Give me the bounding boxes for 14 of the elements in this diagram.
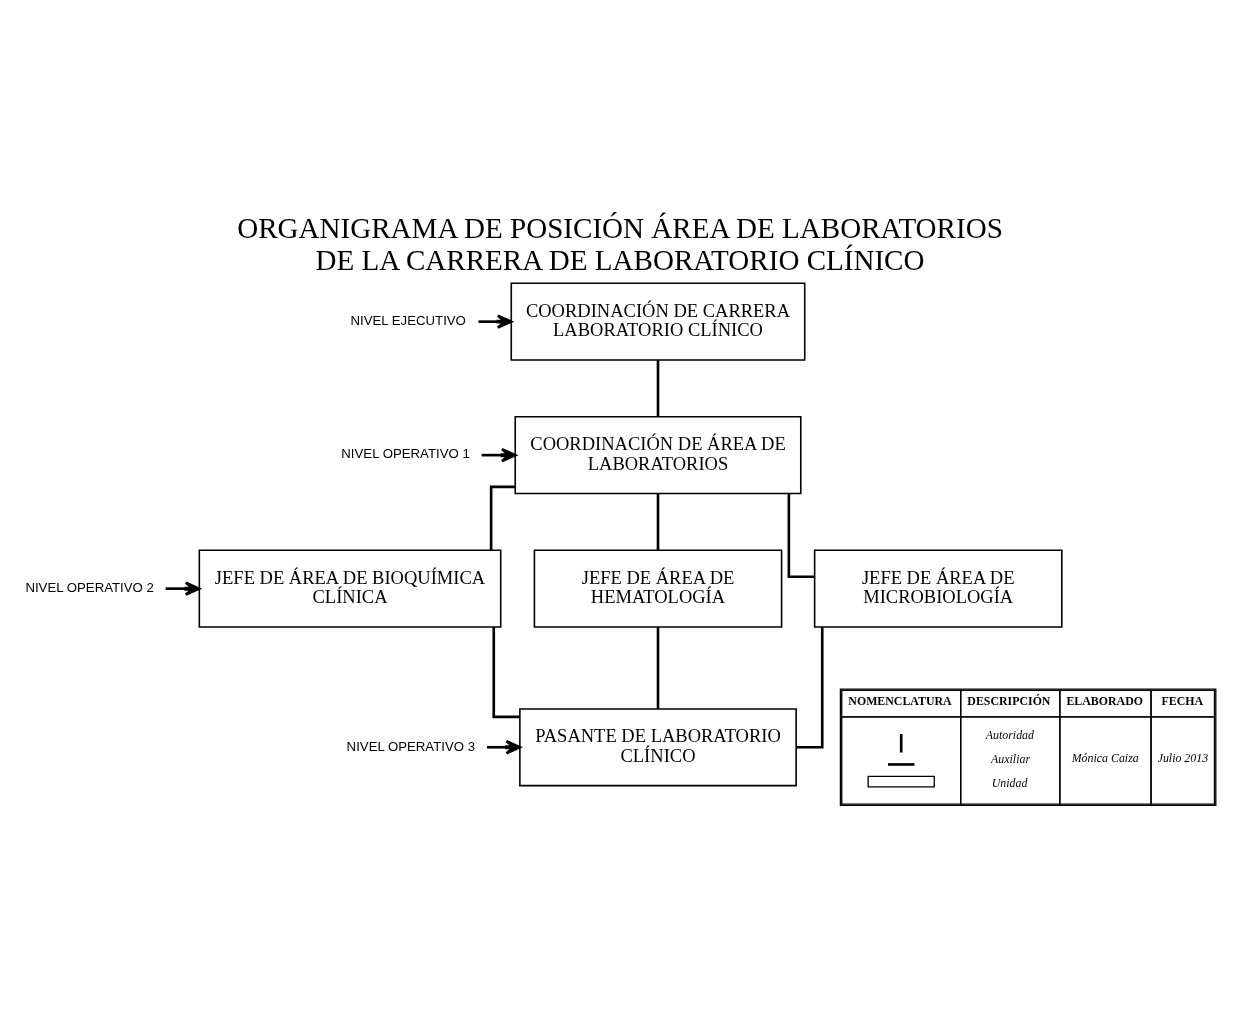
label: Julio 2013 [1157,750,1209,765]
node-text: NIVEL OPERATIVO 2 [25,579,154,595]
node-text: NIVEL OPERATIVO 3 [346,738,476,754]
label: NOMENCLATURA [848,693,952,708]
label: ELABORADO [1066,693,1143,708]
label: Mónica Caiza [1071,750,1139,765]
node-text: NIVEL EJECUTIVO [350,312,466,328]
label: Unidad [991,775,1028,790]
node-text: NIVEL OPERATIVO 1 [341,445,470,461]
label: Autoridad [985,727,1034,742]
label: Auxiliar [991,751,1031,766]
label: DESCRIPCIÓN [967,693,1051,708]
diagram-title: ORGANIGRAMA DE POSICIÓN ÁREA DE LABORATORIOS DE LA CARRERA DE LABORATORIO CLÍNICO [237,211,1003,276]
label: FECHA [1161,693,1204,708]
